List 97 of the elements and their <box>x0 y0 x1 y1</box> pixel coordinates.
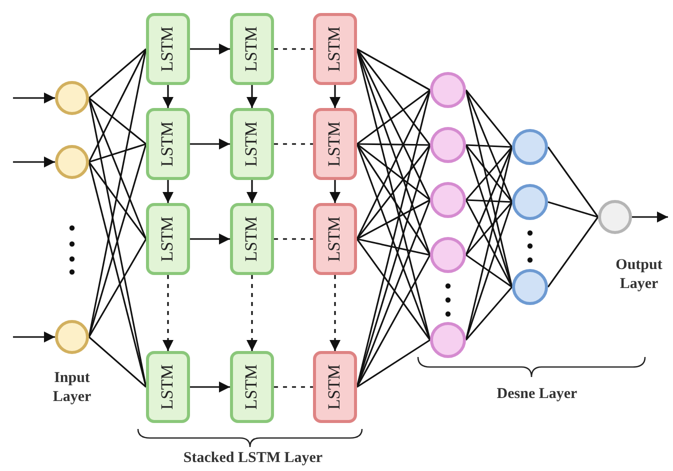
input-node-circle <box>55 145 89 179</box>
arrow <box>162 180 174 203</box>
cell-label: LSTM <box>242 216 262 262</box>
connector-line <box>465 90 513 202</box>
cell-label: LSTM <box>325 121 345 167</box>
connector-line <box>356 339 430 388</box>
lstm-cell-box <box>313 203 357 275</box>
cell-label: LSTM <box>158 364 178 410</box>
connector-line <box>88 98 147 240</box>
cell-label: LSTM <box>242 364 262 410</box>
cell-label: LSTM <box>158 26 178 72</box>
lstm-cell-box <box>146 13 190 85</box>
connector-line <box>465 200 513 288</box>
arrow <box>13 92 55 104</box>
dense-neuron-circle <box>512 129 548 165</box>
lstm-cell-box <box>230 203 274 275</box>
lstm-cell-box <box>313 351 357 423</box>
connector-line <box>274 48 313 50</box>
connector-line <box>465 201 513 256</box>
cell-label: LSTM <box>242 121 262 167</box>
connector-line <box>356 143 430 146</box>
connector-line <box>88 48 147 99</box>
arrow <box>330 85 340 108</box>
arrow <box>246 180 258 203</box>
lstm-cell-box <box>146 108 190 180</box>
cell-label: LSTM <box>158 216 178 262</box>
lstm-cell-box <box>230 351 274 423</box>
lstm-cell-box <box>313 13 357 85</box>
connector-line <box>547 146 599 218</box>
cell-label: LSTM <box>158 121 178 167</box>
connector-line <box>356 89 430 145</box>
cell-label: LSTM <box>325 26 345 72</box>
connector-line <box>88 238 147 338</box>
connector-line <box>466 254 512 288</box>
arrow <box>330 180 340 203</box>
connector-line <box>356 144 431 240</box>
connector-line <box>356 238 430 256</box>
connector-line <box>356 143 430 201</box>
connector-line <box>356 144 431 256</box>
arrow <box>190 44 230 54</box>
connector-line <box>465 90 513 148</box>
connector-line <box>274 386 313 388</box>
lstm-cell-box <box>313 108 357 180</box>
connector-line <box>465 202 513 340</box>
connector-line <box>88 143 146 163</box>
connector-line <box>465 146 513 256</box>
connector-line <box>88 162 147 240</box>
connector-line <box>274 143 313 145</box>
arrow <box>190 382 230 392</box>
arrow <box>632 212 668 222</box>
layer-label: Stacked LSTM Layer <box>182 449 324 468</box>
arrow <box>246 85 258 108</box>
lstm-cell-box <box>230 13 274 85</box>
connector-line <box>88 336 147 388</box>
connector-line <box>356 48 431 146</box>
dense-neuron-circle <box>512 269 548 305</box>
arrow <box>13 332 55 342</box>
connector-line <box>356 199 430 240</box>
dense-neuron-circle <box>430 237 466 273</box>
output-node-circle <box>598 200 632 234</box>
connector-line <box>88 162 147 388</box>
dense-neuron-circle <box>430 127 466 163</box>
arrow <box>190 234 230 244</box>
layer-label: Output Layer <box>614 256 664 294</box>
arrow <box>330 275 340 351</box>
dense-neuron-circle <box>512 184 548 220</box>
arrow <box>246 275 258 351</box>
connector-line <box>465 286 513 341</box>
lstm-cell-box <box>230 108 274 180</box>
arrow <box>190 138 230 150</box>
lstm-cell-box <box>146 203 190 275</box>
connector-line <box>88 144 147 338</box>
connector-line <box>466 199 512 203</box>
input-node-circle <box>55 320 89 354</box>
arrow <box>162 275 174 351</box>
connector-line <box>274 238 313 240</box>
connector-line <box>356 254 431 388</box>
cell-label: LSTM <box>242 26 262 72</box>
lstm-cell-box <box>146 351 190 423</box>
cell-label: LSTM <box>325 364 345 410</box>
connector-line <box>88 48 147 162</box>
cell-label: LSTM <box>325 216 345 262</box>
connector-line <box>466 144 512 148</box>
connector-line <box>547 216 599 288</box>
connector-line <box>88 97 146 145</box>
connector-line <box>356 48 430 91</box>
connector-line <box>356 238 431 340</box>
dense-neuron-circle <box>430 72 466 108</box>
input-node-circle <box>55 81 89 115</box>
connector-line <box>548 201 598 218</box>
arrow <box>13 156 55 168</box>
layer-label: Desne Layer <box>496 385 578 404</box>
connector-line <box>356 90 431 240</box>
dense-neuron-circle <box>430 182 466 218</box>
arrow <box>162 85 174 108</box>
dense-neuron-circle <box>430 322 466 358</box>
layer-label: Input Layer <box>52 369 92 406</box>
